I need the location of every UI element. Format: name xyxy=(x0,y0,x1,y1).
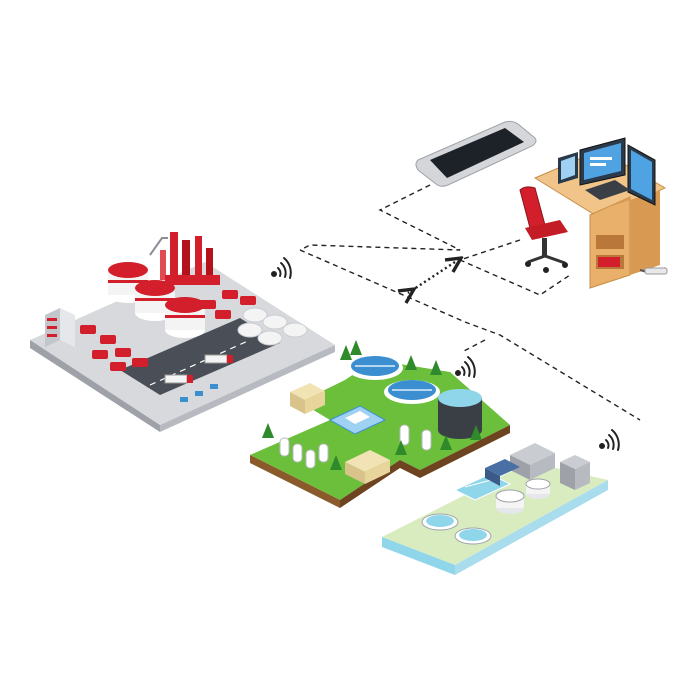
wastewater-building xyxy=(485,459,520,486)
process-units xyxy=(80,290,256,371)
smartphone-screen xyxy=(430,128,524,178)
treatment-building xyxy=(345,450,390,484)
edge-workstation-water xyxy=(461,339,486,353)
office-building xyxy=(45,308,75,347)
tanker-truck xyxy=(204,354,233,364)
sedimentation-tank xyxy=(454,527,492,545)
wastewater-building xyxy=(560,455,590,490)
wifi-signal-icon xyxy=(599,429,620,451)
edge-workstation-wastewater xyxy=(299,249,641,421)
monitor-icon xyxy=(558,137,656,206)
filter-basin xyxy=(328,405,387,435)
desk-drawer xyxy=(596,235,624,249)
digester-tank xyxy=(495,489,525,514)
parking-lot xyxy=(180,384,218,402)
refinery-plant xyxy=(30,232,335,432)
digester-tank xyxy=(525,478,551,499)
connection-lines xyxy=(299,184,641,421)
treatment-building xyxy=(290,383,325,414)
distillation-towers xyxy=(149,232,220,285)
keyboard xyxy=(585,180,630,200)
storage-tank xyxy=(165,297,205,338)
edge-bidirectional-arrow xyxy=(408,262,455,293)
wastewater-building xyxy=(510,443,555,480)
tanker-truck xyxy=(164,374,193,384)
wastewater-ground xyxy=(382,462,608,565)
wifi-signal-icon xyxy=(271,257,292,279)
control-workstation xyxy=(519,137,668,289)
wifi-signal-icon xyxy=(455,356,476,378)
office-chair-icon xyxy=(519,186,568,273)
sedimentation-tank xyxy=(421,513,459,531)
smartphone xyxy=(415,120,537,187)
wastewater-treatment-plant xyxy=(382,443,608,575)
wastewater-water xyxy=(382,537,455,575)
edge-phone-refinery xyxy=(299,184,461,251)
refinery-road xyxy=(120,318,280,395)
water-treatment-plant xyxy=(250,340,510,508)
clarifier-tank xyxy=(347,356,403,380)
reservoir-tank xyxy=(438,389,482,439)
power-strip xyxy=(644,267,668,275)
chemical-silos xyxy=(279,424,432,469)
trees xyxy=(262,340,482,470)
clarifier-tank xyxy=(384,380,440,404)
edge-workstation-hub xyxy=(458,239,571,296)
spherical-tanks xyxy=(237,307,308,346)
drawer-box xyxy=(598,257,620,267)
